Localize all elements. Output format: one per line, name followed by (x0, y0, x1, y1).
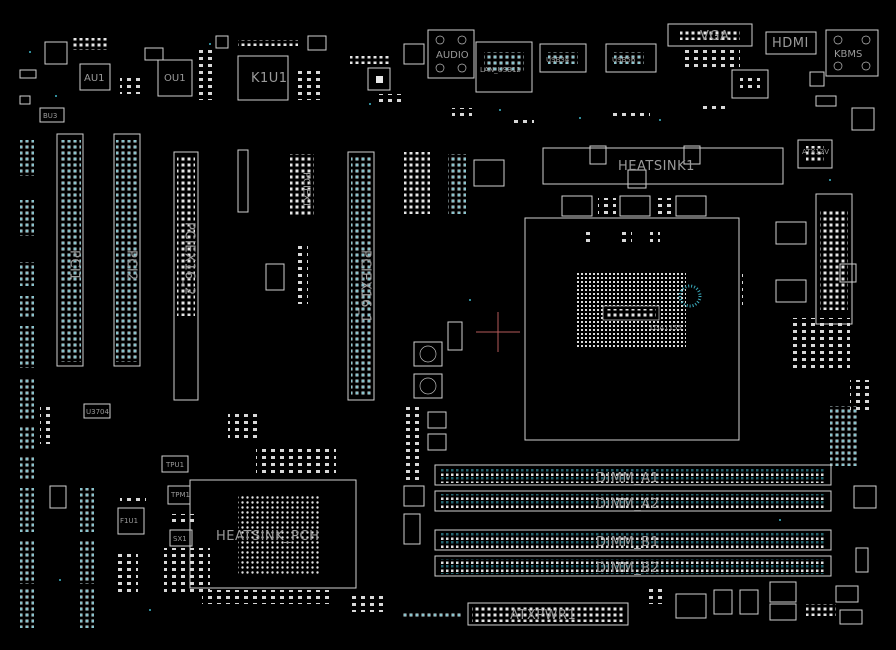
pci-slot-1: PCI1 (56, 133, 84, 367)
atx-power-connector: ATXPWR1 (467, 602, 629, 626)
tpm1-label: TPM1 (170, 491, 190, 499)
dimm-a2: DIMM_A2 (434, 490, 832, 512)
dimm-b1-label: DIMM_B1 (596, 535, 659, 550)
dimm-a1: DIMM_A1 (434, 464, 832, 486)
dimm-b2-label: DIMM_B2 (596, 561, 659, 576)
heatsink-pch-label: HEATSINK_PCH (216, 529, 319, 544)
sx1-label: SX1 (173, 535, 187, 543)
k1u1-label: K1U1 (251, 71, 288, 86)
pciex1-slot: PCIEX1 (237, 149, 314, 216)
audio-label: AUDIO (436, 50, 469, 61)
usb56-label: USB56 (612, 56, 636, 64)
bottom-left-components: TPU1 TPM1 SX1 F1U1 U3704 (83, 403, 462, 618)
pciex16-slot-1: PCIEX16_1 (347, 151, 430, 401)
tpu1-label: TPU1 (165, 461, 184, 469)
u3704-label: U3704 (86, 408, 109, 416)
atxpwr-label: ATXPWR1 (510, 608, 576, 623)
dimm-b2: DIMM_B2 (434, 555, 832, 577)
cpu-label: LGA1155 (650, 324, 682, 332)
lan-usb-label: LAN_USB12 (480, 66, 521, 74)
pciex16-1-label: PCIEX16_1 (358, 250, 373, 324)
dimm-a2-label: DIMM_A2 (596, 497, 659, 512)
right-vrm: ATX12V (775, 95, 877, 573)
au1-label: AU1 (84, 73, 105, 84)
heatsink-pch: HEATSINK_PCH (189, 410, 357, 604)
dimm-a1-label: DIMM_A1 (596, 471, 659, 486)
usb34-label: USB34 (546, 56, 570, 64)
heatsink-vrm: HEATSINK1 (542, 145, 784, 217)
ou1-label: OU1 (164, 73, 186, 84)
dimm-b1: DIMM_B1 (434, 529, 832, 551)
svg-text:BU3: BU3 (43, 112, 57, 120)
f1u1-label: F1U1 (120, 517, 138, 525)
scattered-test-points (29, 43, 831, 611)
cpu-socket: LGA1155 (524, 217, 748, 441)
back-panel-connectors: AUDIO LAN_USB12 USB34 USB56 VGA HDMI KBM… (403, 23, 879, 131)
kbms-label: KBMS (834, 49, 862, 60)
pciex16-2-label: PCIEX16_2 (182, 222, 197, 296)
atx12v-label: ATX12V (802, 148, 829, 156)
top-left-components: AU1 OU1 K1U1 BU3 (19, 35, 405, 123)
left-edge-headers (20, 140, 94, 628)
pci-slot-2: PCI2 (113, 133, 141, 367)
vga-label: VGA (700, 29, 729, 44)
mid-components (265, 154, 520, 480)
pciex16-slot-2: PCIEX16_2 (173, 151, 199, 401)
bottom-right-components (646, 581, 863, 625)
pciex1-label: PCIEX1 (301, 172, 312, 208)
heatsink1-label: HEATSINK1 (618, 159, 695, 174)
pci1-label: PCI1 (67, 250, 82, 281)
pci2-label: PCI2 (124, 250, 139, 281)
hdmi-label: HDMI (772, 36, 809, 51)
